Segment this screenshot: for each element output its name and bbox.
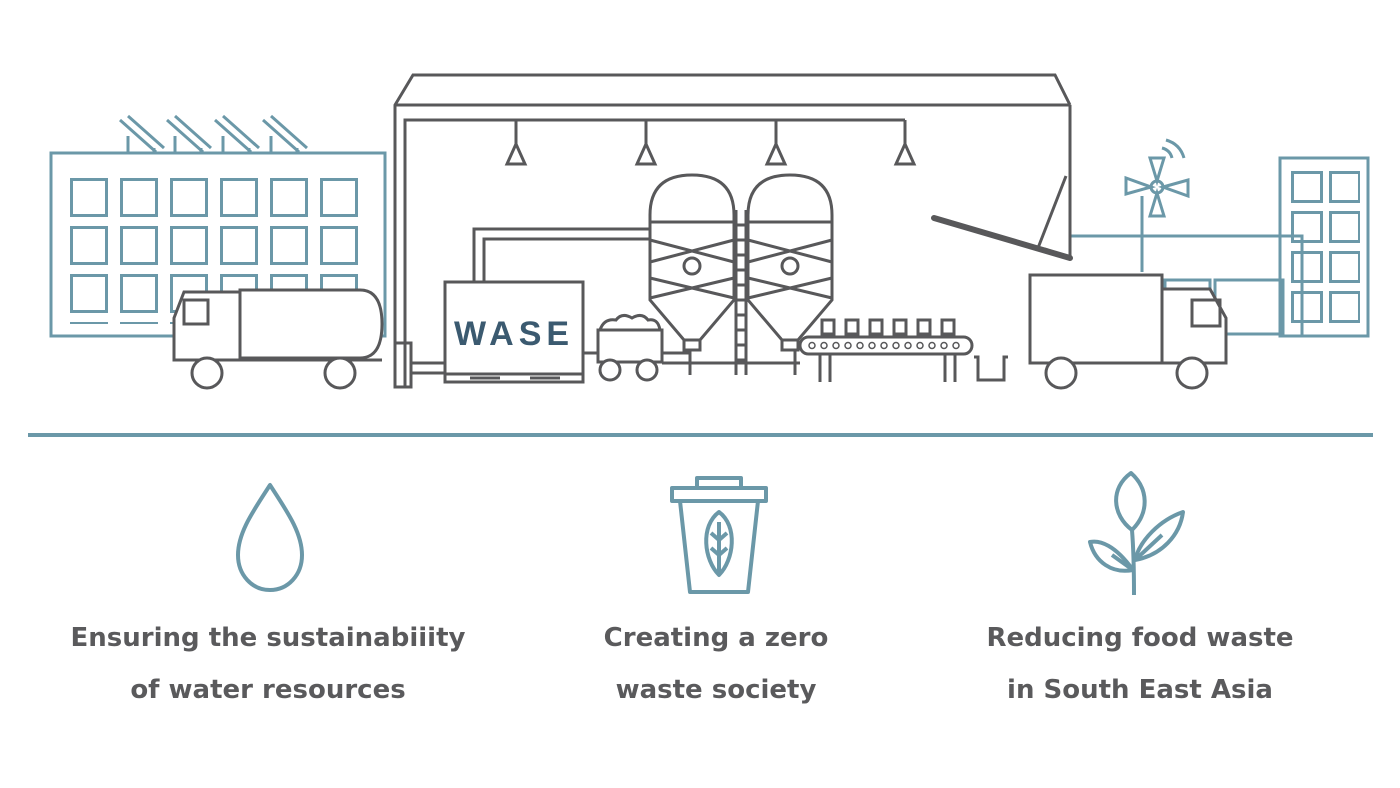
conveyor-rollers (808, 341, 960, 350)
pipes (411, 227, 800, 375)
water-drop-icon (236, 483, 304, 592)
wase-logo: WASE (454, 315, 574, 353)
pillar-food-waste-line1: Reducing food waste (986, 623, 1294, 653)
solar-panels (119, 114, 308, 154)
right-office-building (1070, 156, 1370, 338)
silo-ladder (688, 210, 797, 375)
box-truck (1028, 273, 1228, 390)
wind-turbine (1124, 138, 1190, 272)
pillar-food-waste-caption: Reducing food waste in South East Asia (920, 612, 1360, 716)
pillar-zero-waste-caption: Creating a zero waste society (496, 612, 936, 716)
silo-left (648, 173, 736, 352)
waste-cart (596, 313, 664, 382)
output-bin (974, 355, 1008, 382)
plant-sprout-icon (1088, 471, 1185, 596)
wase-unit (443, 280, 585, 384)
pillar-zero-waste-line2: waste society (615, 675, 817, 705)
pillar-water-caption: Ensuring the sustainabiiity of water res… (48, 612, 488, 716)
recycle-bin-leaf-icon (670, 476, 768, 594)
pillar-water-line2: of water resources (130, 675, 406, 705)
conveyor-belt (798, 318, 974, 382)
pillar-food-waste-line2: in South East Asia (1007, 675, 1273, 705)
tanker-truck (172, 288, 384, 390)
ceiling-lamps (504, 120, 917, 166)
chute-ramp (931, 215, 1073, 261)
pillar-water-line1: Ensuring the sustainabiiity (70, 623, 466, 653)
pillar-zero-waste-line1: Creating a zero (603, 623, 829, 653)
silo-right (746, 173, 834, 352)
